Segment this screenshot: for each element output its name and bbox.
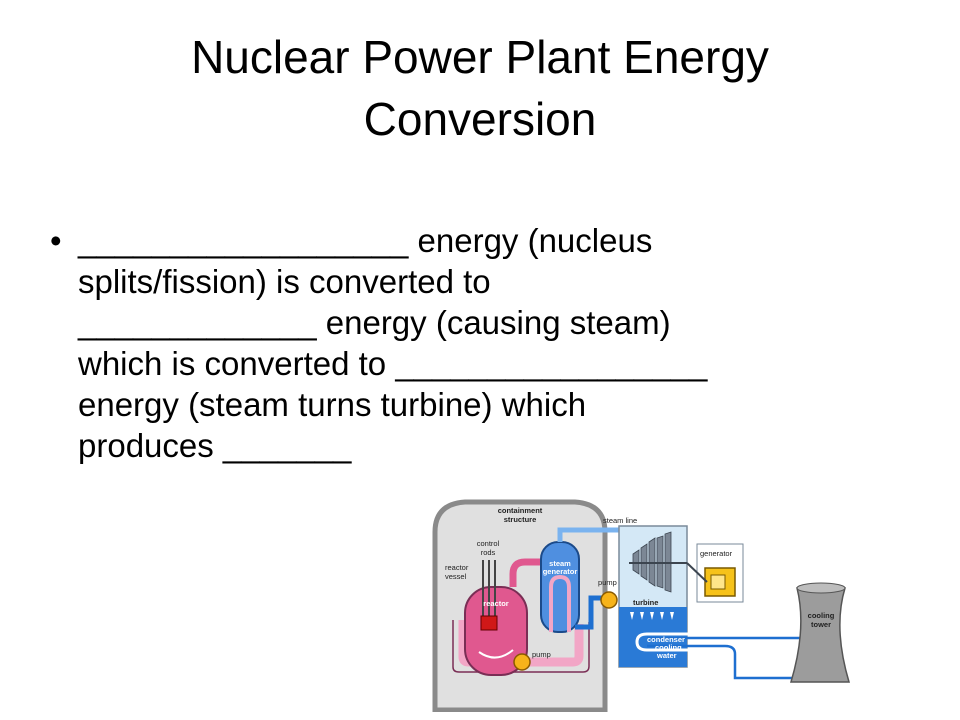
steam-generator — [540, 541, 580, 633]
label-condenser-2: cooling — [655, 643, 682, 652]
label-steam-generator-2: generator — [543, 567, 578, 576]
slide-title: Nuclear Power Plant Energy Conversion — [60, 26, 900, 150]
generator-shaft — [686, 562, 708, 583]
bullet-dot: • — [50, 222, 62, 259]
label-condenser-3: water — [656, 651, 677, 660]
reactor-core — [480, 615, 498, 631]
label-cooling-tower-2: tower — [811, 620, 831, 629]
steam-flow-arrows — [630, 612, 674, 620]
label-condenser-1: condenser — [647, 635, 685, 644]
label-reactor: reactor — [483, 599, 509, 608]
condenser-coil — [635, 632, 800, 652]
label-containment-1: containment — [498, 506, 543, 515]
nuclear-plant-diagram: containment structure control rods react… — [432, 499, 851, 712]
label-control-rods-2: rods — [481, 548, 496, 557]
bullet-line-4: which is converted to _________________ — [78, 345, 708, 382]
slide-title-line-1: Nuclear Power Plant Energy — [191, 31, 769, 83]
bullet-line-6: produces _______ — [78, 427, 352, 464]
bullet-line-1: __________________ energy (nucleus — [78, 222, 653, 259]
cooling-tower-top — [796, 582, 846, 594]
reactor-flow-arrow — [478, 649, 514, 659]
pump-left — [513, 653, 531, 671]
generator-core — [710, 574, 726, 590]
label-reactor-vessel-2: vessel — [445, 572, 467, 581]
steam-generator-tube — [549, 574, 571, 632]
label-pump-left: pump — [532, 650, 551, 659]
label-cooling-tower-1: cooling — [808, 611, 835, 620]
primary-coolant-loop — [458, 620, 584, 667]
cooling-water-pipe — [647, 636, 803, 680]
bullet-line-3: _____________ energy (causing steam) — [78, 304, 671, 341]
bullet-paragraph: • __________________ energy (nucleus spl… — [50, 220, 890, 466]
label-reactor-vessel-1: reactor — [445, 563, 469, 572]
label-steam-generator-1: steam — [549, 559, 571, 568]
cooling-tower — [789, 585, 851, 683]
label-steam-line: steam line — [603, 516, 637, 525]
label-containment-2: structure — [504, 515, 537, 524]
label-turbine: turbine — [633, 598, 658, 607]
bullet-line-5: energy (steam turns turbine) which — [78, 386, 587, 423]
label-pump-right: pump — [598, 578, 617, 587]
pump-right — [600, 591, 618, 609]
slide-title-line-2: Conversion — [363, 93, 597, 145]
bullet-line-2: splits/fission) is converted to — [78, 263, 491, 300]
label-control-rods-1: control — [477, 539, 500, 548]
label-generator: generator — [700, 549, 733, 558]
primary-coolant-loop-outline — [452, 620, 590, 673]
